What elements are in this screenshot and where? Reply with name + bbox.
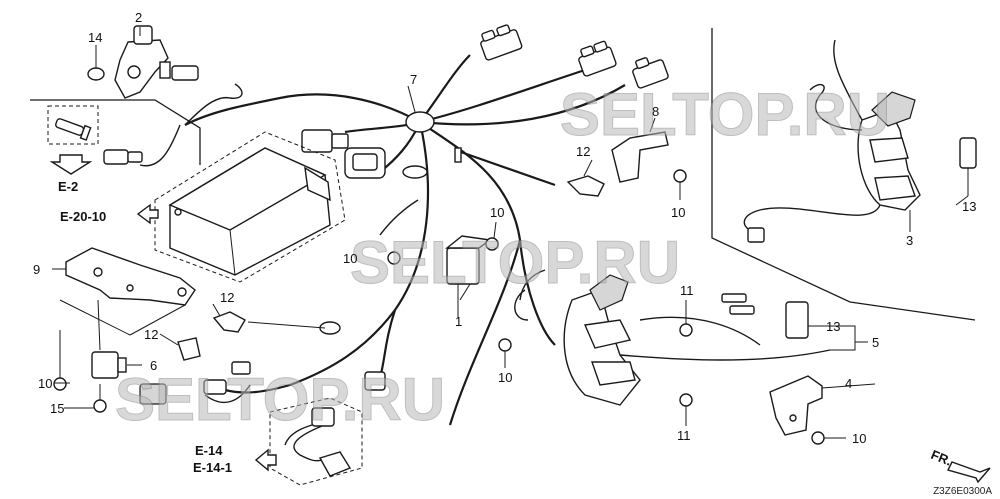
callout-10-lower-right: 10 <box>852 431 866 446</box>
callout-bracket-5 <box>822 325 868 351</box>
frame-lines <box>30 28 976 321</box>
callout-15: 15 <box>50 401 64 416</box>
coil-assembly-lower <box>514 269 831 406</box>
section-references: E-2 E-20-10 E-14 E-14-1 FR. <box>58 179 954 475</box>
callout-10-upper-right: 10 <box>671 205 685 220</box>
callout-9: 9 <box>33 262 40 277</box>
sensor-e2 <box>47 105 99 175</box>
sensor-e14 <box>254 397 363 486</box>
sensor-connector-left <box>103 149 143 165</box>
bracket-part-8 <box>611 117 669 183</box>
callout-5: 5 <box>872 335 879 350</box>
callout-11-lower: 11 <box>677 428 691 443</box>
bracket-part-9 <box>59 247 196 336</box>
bolt-part-10-upper-right <box>673 169 687 200</box>
clip-part-12-left <box>212 311 246 333</box>
lower-wire-ends <box>721 293 755 315</box>
ref-e14: E-14 <box>195 443 223 458</box>
ref-e141: E-14-1 <box>193 460 232 475</box>
bolt-part-10-upper-left <box>387 251 401 265</box>
bolt-part-11-upper <box>679 300 693 337</box>
plug-part-13-upper <box>959 137 977 196</box>
callout-14: 14 <box>88 30 102 45</box>
relay-part-6 <box>91 299 127 379</box>
callout-8: 8 <box>652 104 659 119</box>
bolt-part-10-lower-right <box>811 431 846 445</box>
callout-2: 2 <box>135 10 142 25</box>
arrow-e2010 <box>136 203 159 225</box>
callout-4: 4 <box>845 376 852 391</box>
diagram-code: Z3Z6E0300A <box>933 486 992 497</box>
watermark-middle: SELTOP.RU <box>350 229 680 296</box>
ecu-module <box>154 131 346 283</box>
bolt-part-10-center-lower <box>498 338 512 368</box>
watermarks: SELTOP.RU SELTOP.RU SELTOP.RU <box>115 81 891 434</box>
main-wire-harness <box>139 54 626 446</box>
bolt-part-11-lower <box>679 393 693 426</box>
nut-part-14 <box>87 45 105 81</box>
leader-lines <box>52 85 969 409</box>
bolt-part-10-center <box>485 221 499 251</box>
watermark-bottom: SELTOP.RU <box>115 366 445 433</box>
sensor-part-1 <box>445 235 492 318</box>
callout-3: 3 <box>906 233 913 248</box>
callout-10-center-lower: 10 <box>498 370 512 385</box>
callout-12-right: 12 <box>576 144 590 159</box>
clip-part-12-right <box>566 175 605 197</box>
callout-12-left: 12 <box>220 290 234 305</box>
callout-7: 7 <box>410 72 417 87</box>
callout-1: 1 <box>455 314 462 329</box>
direction-label: FR. <box>929 447 954 469</box>
bracket-part-4 <box>769 375 823 436</box>
callout-13-lower: 13 <box>826 319 840 334</box>
callout-10-upper-left: 10 <box>343 251 357 266</box>
watermark-top: SELTOP.RU <box>560 81 890 148</box>
callout-6: 6 <box>150 358 157 373</box>
callout-10-left: 10 <box>38 376 52 391</box>
coil-assembly-upper <box>743 39 921 243</box>
callout-10-center: 10 <box>490 205 504 220</box>
harness-connectors <box>299 24 669 205</box>
ref-e2: E-2 <box>58 179 78 194</box>
bolt-part-15 <box>93 384 107 413</box>
ref-e2010: E-20-10 <box>60 209 106 224</box>
clip-part-12-lower <box>177 337 201 361</box>
callout-12-lower: 12 <box>144 327 158 342</box>
direction-arrow <box>946 461 991 484</box>
plug-part-13-lower <box>785 301 822 339</box>
sensor-part-2 <box>114 25 199 99</box>
bolt-part-10-left <box>53 330 67 391</box>
lower-connectors <box>139 361 386 405</box>
callout-labels: 2 14 7 8 12 10 10 10 9 12 12 1 6 10 15 1… <box>33 10 976 446</box>
callout-11-upper: 11 <box>680 283 694 298</box>
callout-13-upper: 13 <box>962 199 976 214</box>
